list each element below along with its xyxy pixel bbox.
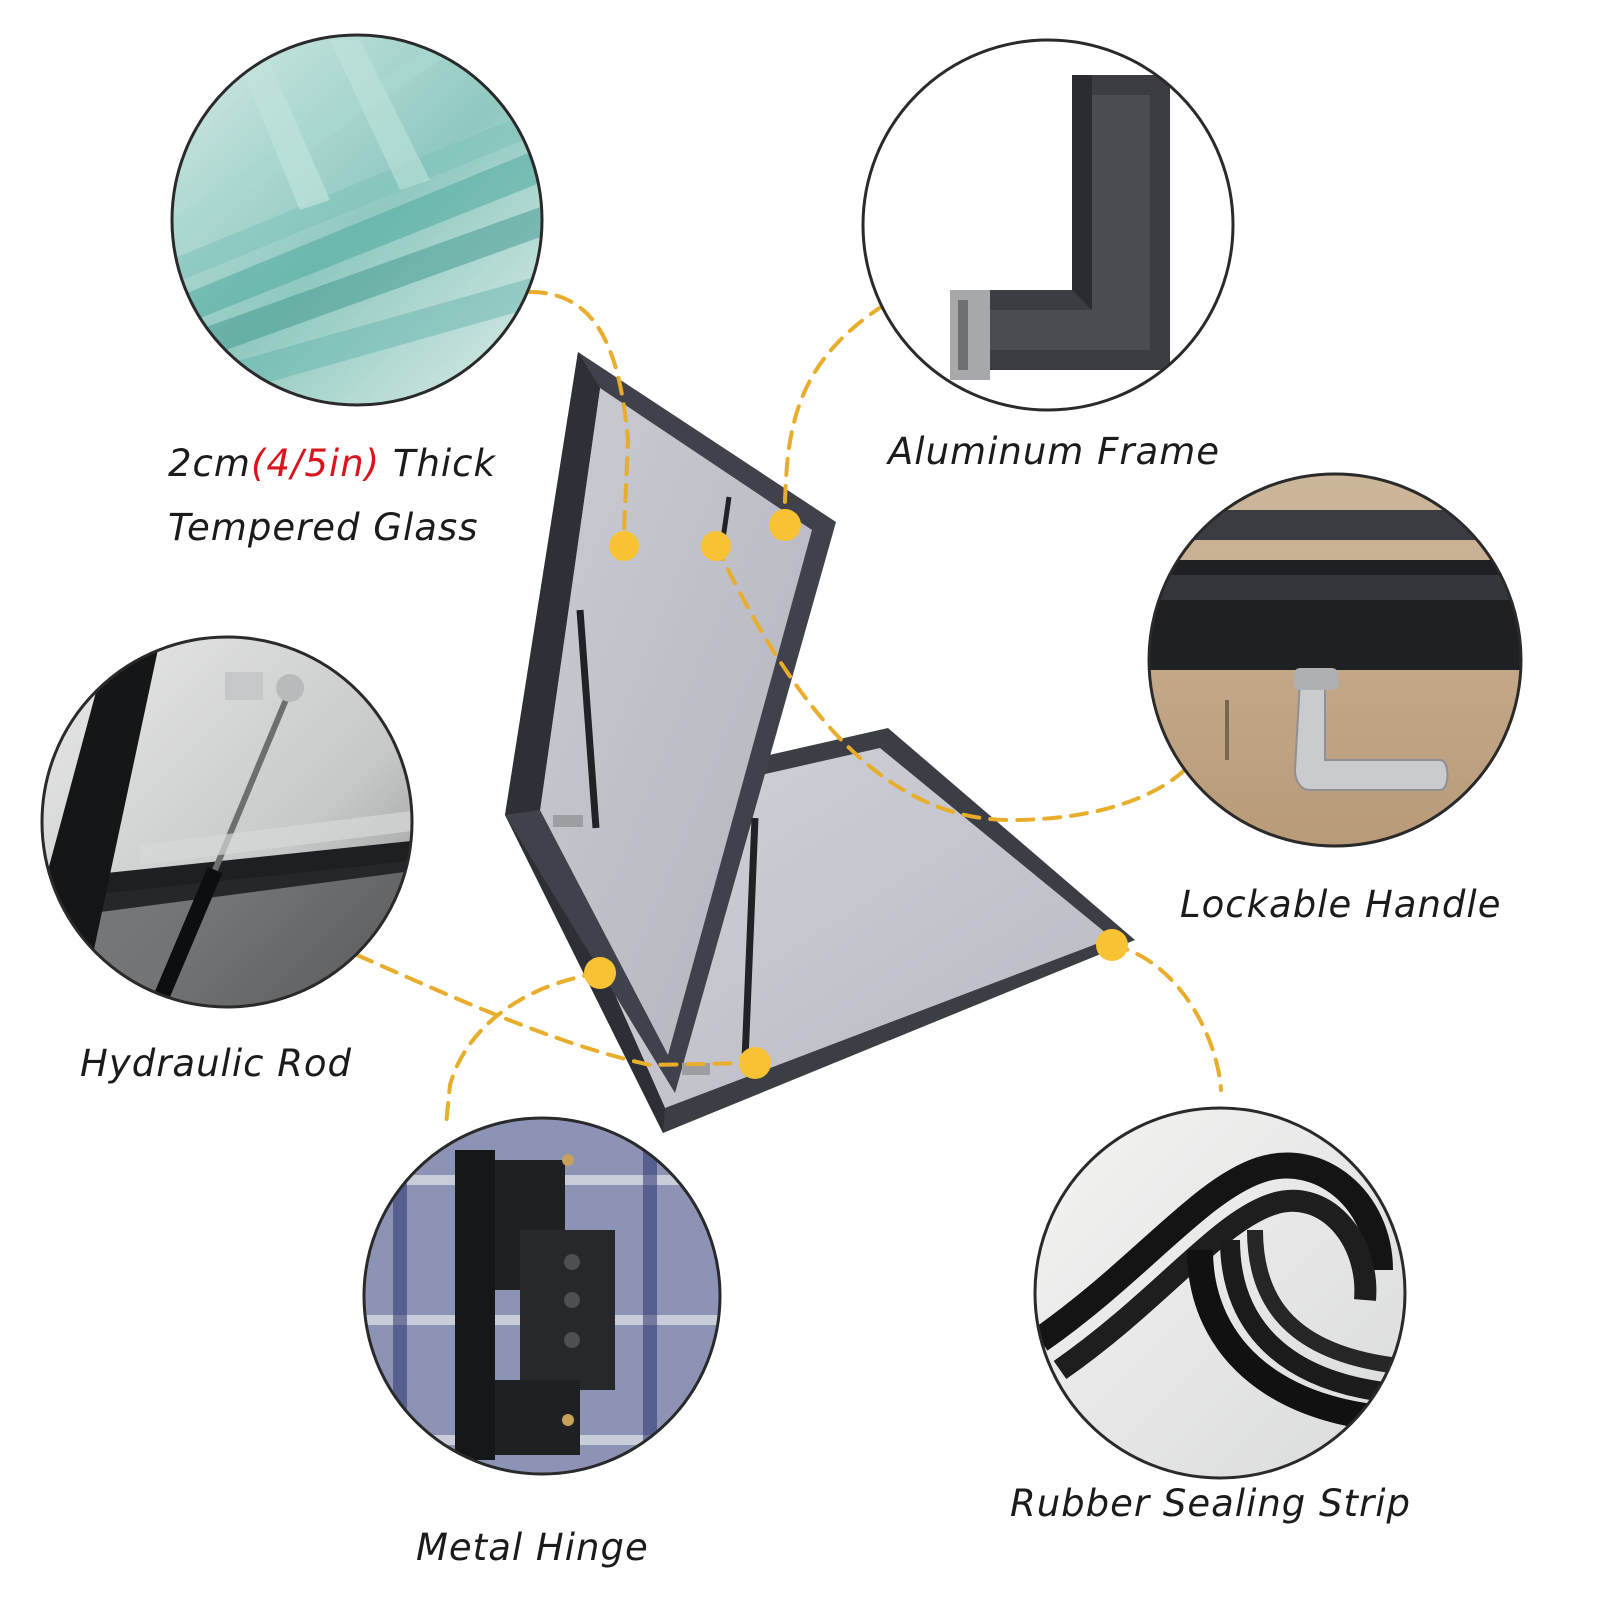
skylight-window-illustration — [505, 352, 1135, 1133]
seal-label: Rubber Sealing Strip — [1010, 1482, 1412, 1525]
handle-label: Lockable Handle — [1180, 883, 1502, 926]
glass-callout-dot — [609, 531, 639, 561]
hinge-callout-dot — [584, 957, 616, 989]
tempered-glass-photo — [170, 33, 544, 407]
frame-callout-dot — [769, 509, 801, 541]
metal-hinge-photo — [362, 1116, 722, 1476]
rod-callout-dot — [701, 531, 731, 561]
callout-lines — [355, 290, 1223, 1127]
hydraulic-rod-photo — [40, 635, 414, 1009]
lockable-handle-photo — [1147, 472, 1523, 848]
glass-thickness-highlight: (4/5in) — [250, 442, 381, 485]
callout-dots — [584, 509, 1128, 1079]
rod-label: Hydraulic Rod — [80, 1042, 353, 1085]
glass-label: 2cm(4/5in) Thick Tempered Glass — [168, 432, 496, 560]
handle-callout-dot — [1096, 929, 1128, 961]
glass-label-line2: Tempered Glass — [168, 506, 479, 549]
rubber-seal-photo — [1033, 1106, 1407, 1480]
hinge-label: Metal Hinge — [416, 1526, 649, 1569]
aluminum-frame-photo — [861, 38, 1235, 412]
frame-label: Aluminum Frame — [888, 430, 1221, 473]
seal-callout-dot — [739, 1047, 771, 1079]
